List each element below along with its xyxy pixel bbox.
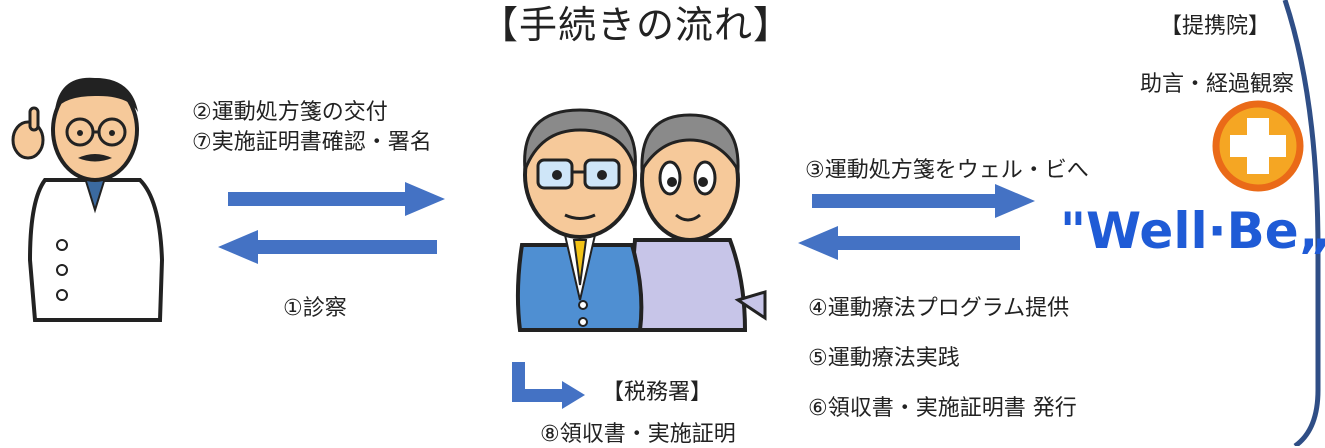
clinic-role: 助言・経過観察 (1140, 72, 1295, 97)
label-exam: ①診察 (283, 296, 347, 321)
label-program: ④運動療法プログラム提供 (808, 296, 1070, 321)
patients-illustration (515, 108, 767, 332)
frame-border (1282, 0, 1321, 446)
page-title: 【手続きの流れ】 (480, 3, 793, 47)
arrow-to-patient-from-wellbe (798, 226, 1020, 260)
clinic-cross-icon (1212, 100, 1304, 192)
label-practice: ⑤運動療法実践 (808, 346, 960, 371)
label-tax-submit: ⑧領収書・実施証明 (540, 422, 736, 447)
arrow-to-tax-office (512, 362, 585, 409)
label-confirm-sign: ⑦実施証明書確認・署名 (192, 130, 432, 155)
arrow-to-wellbe (812, 184, 1035, 218)
arrow-to-patient (228, 182, 445, 216)
clinic-heading: 【提携院】 (1160, 14, 1271, 39)
doctor-illustration (11, 77, 165, 322)
label-receipt: ⑥領収書・実施証明書 発行 (808, 396, 1077, 421)
label-send-prescription: ③運動処方箋をウェル・ビへ (805, 158, 1089, 183)
tax-heading: 【税務署】 (602, 380, 713, 405)
label-issue-prescription: ②運動処方箋の交付 (192, 100, 388, 125)
arrow-to-doctor (218, 230, 437, 264)
wellbe-logo: "Well·Be„ (1060, 202, 1325, 260)
